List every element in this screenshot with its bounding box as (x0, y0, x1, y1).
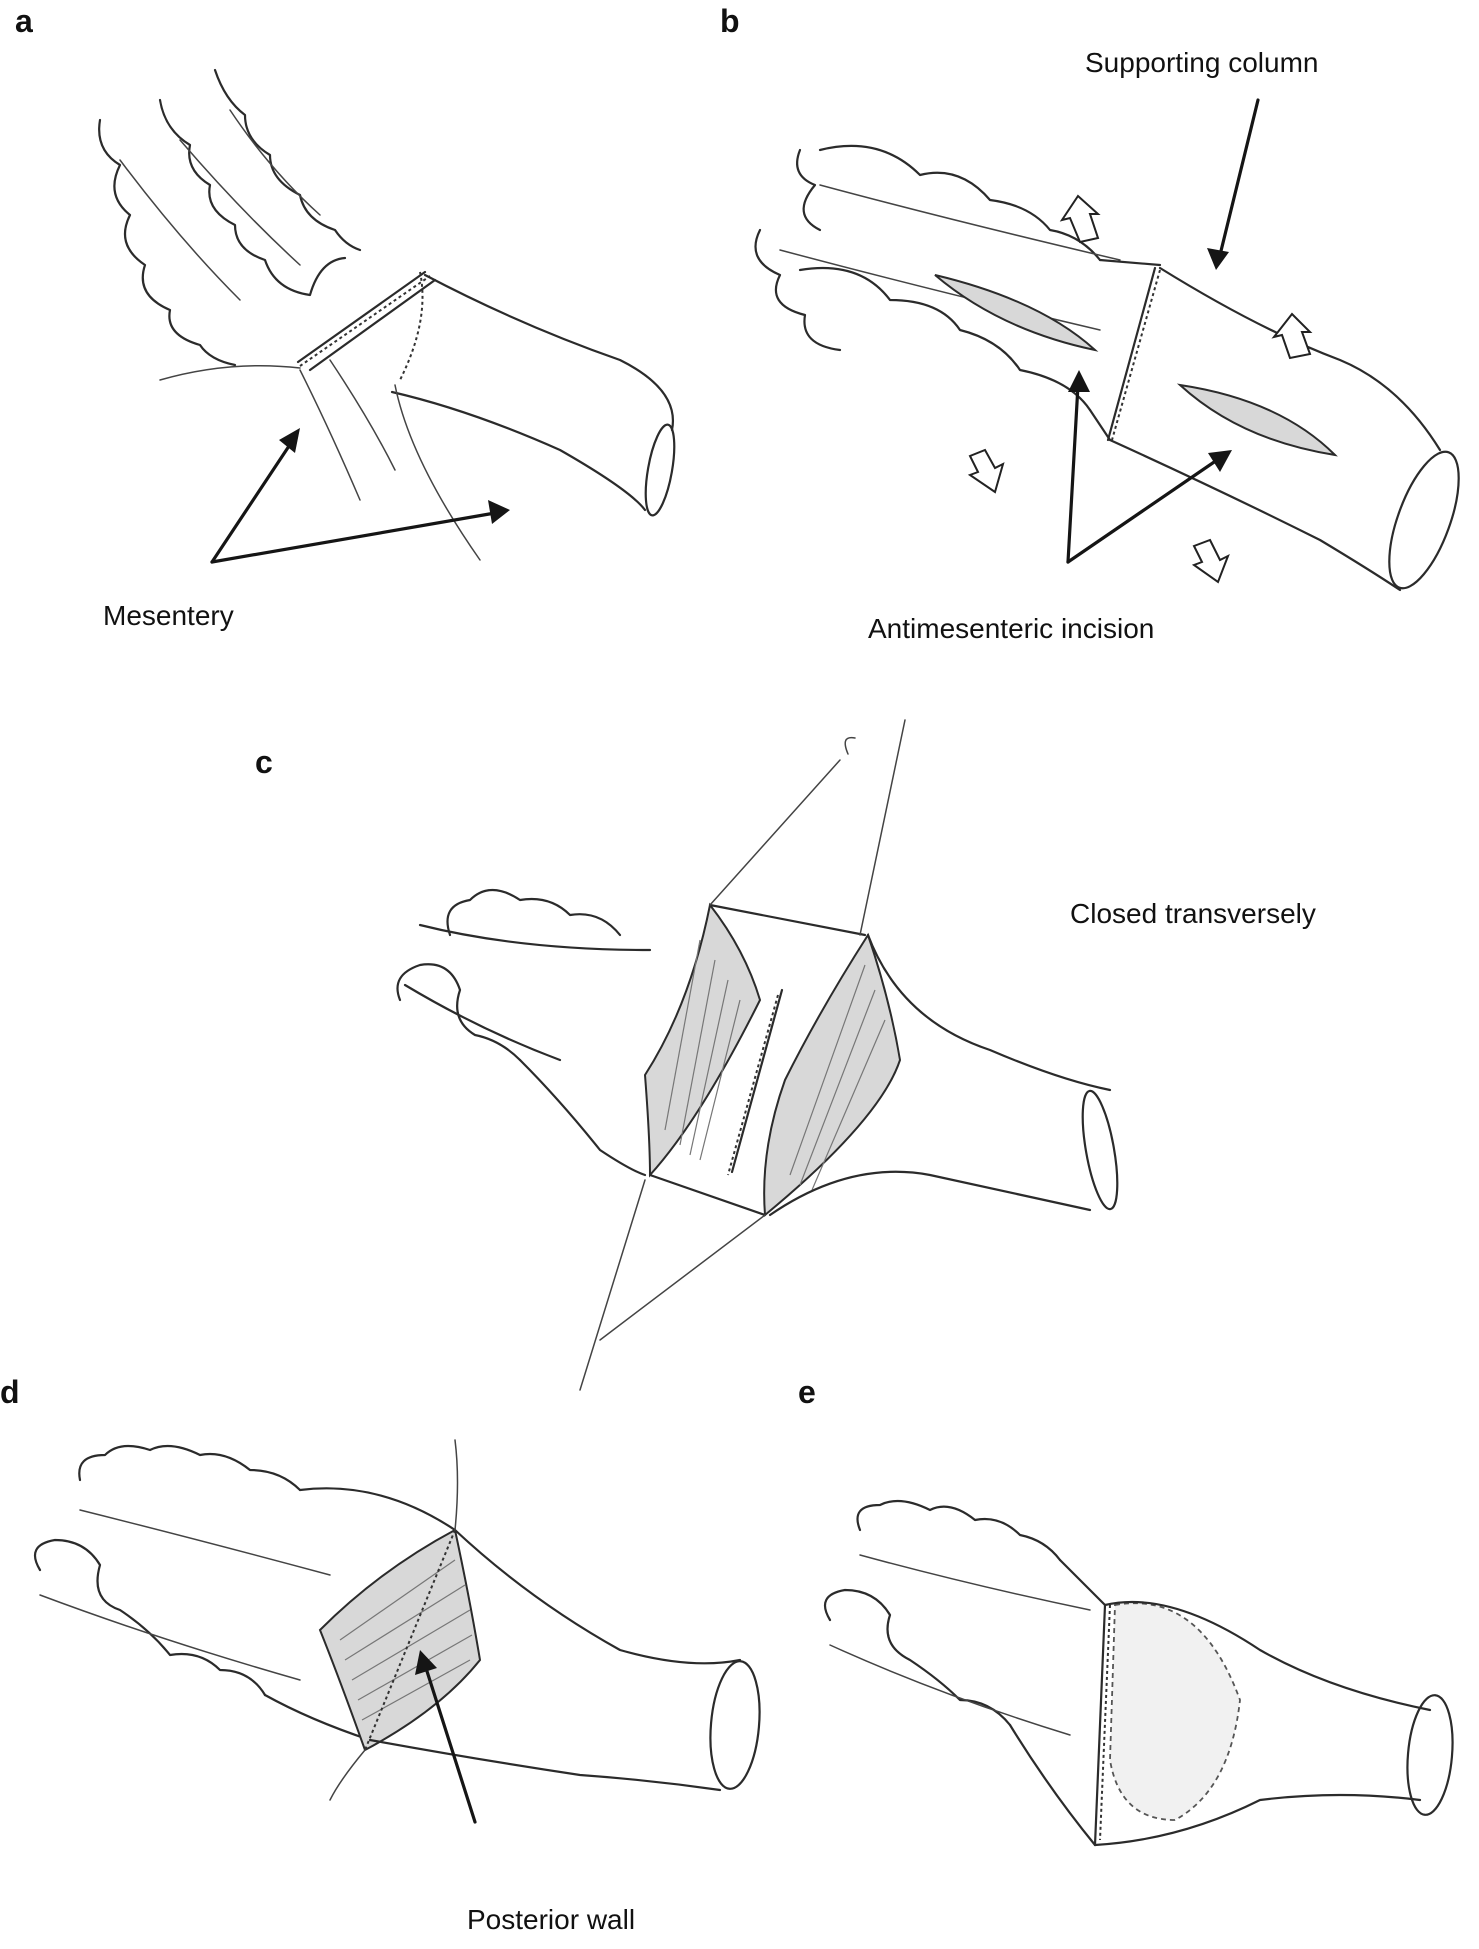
panel-c-drawing (396, 719, 1119, 1391)
panel-e-drawing (823, 1499, 1454, 1847)
panel-a-drawing (98, 68, 676, 564)
caption-mesentery: Mesentery (103, 600, 234, 631)
panel-d-drawing (33, 1439, 761, 1824)
panel-label-c: c (255, 744, 273, 780)
panel-label-a: a (15, 3, 33, 39)
panel-label-b: b (720, 3, 740, 39)
panel-label-d: d (0, 1374, 20, 1410)
caption-antimesenteric-incision: Antimesenteric incision (868, 613, 1155, 644)
caption-closed-transversely: Closed transversely (1070, 898, 1316, 929)
panel-b-drawing (754, 98, 1460, 592)
panel-label-e: e (798, 1374, 816, 1410)
caption-supporting-column: Supporting column (1085, 47, 1319, 78)
caption-posterior-wall: Posterior wall (467, 1904, 636, 1935)
